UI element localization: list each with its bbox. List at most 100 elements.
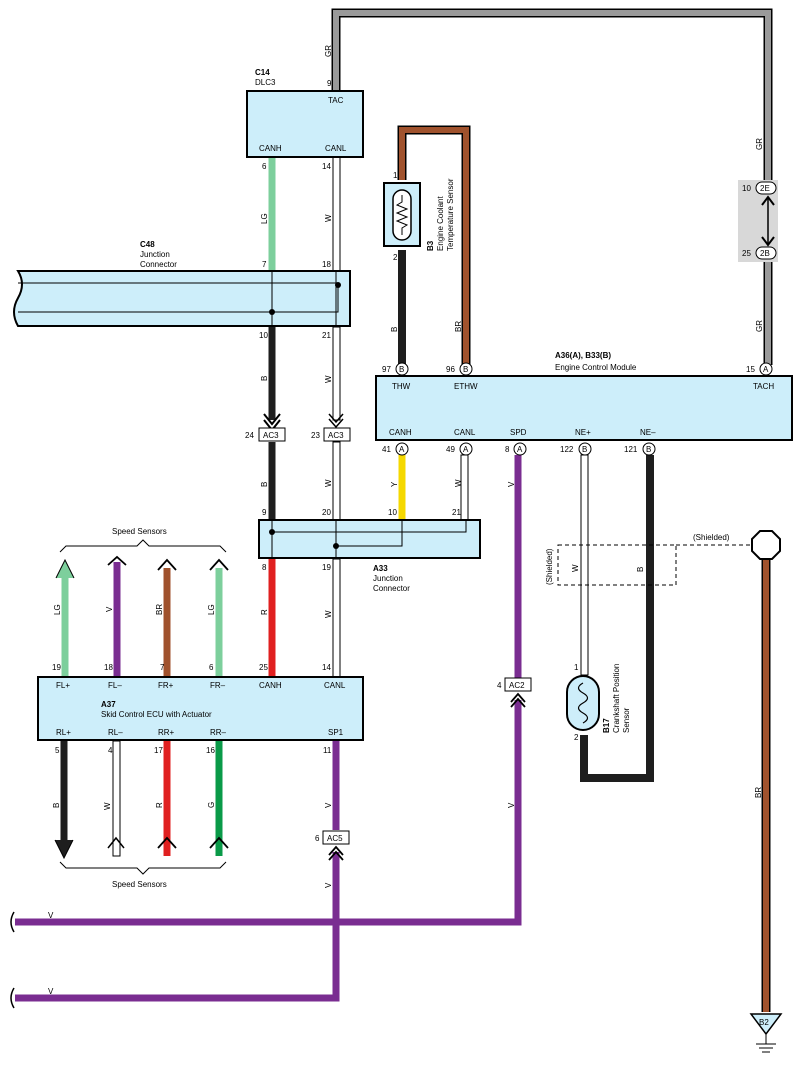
ac3-left-label: AC3 <box>263 431 279 440</box>
label-v-bottom2: V <box>48 987 54 996</box>
a33-pin-21: 21 <box>452 508 461 517</box>
wire-lg-frm <box>209 558 229 676</box>
dlc3-id: C14 <box>255 68 270 77</box>
c48-pin-18: 18 <box>322 260 331 269</box>
label-lg-flp: LG <box>53 604 62 615</box>
ground-label: B2 <box>759 1018 769 1027</box>
ecm-ethw: ETHW <box>454 382 478 391</box>
ecm-spd: SPD <box>510 428 527 437</box>
ecm-canl-num: 49 <box>446 445 455 454</box>
ecm-tach-num: 15 <box>746 365 755 374</box>
abs-bot-pin-2: RR+ <box>158 728 175 737</box>
wire-w-rlm <box>107 740 125 857</box>
wire-b-rlp <box>54 741 74 860</box>
dlc3-pin-canh: CANH <box>259 144 282 153</box>
crank-pin2: 2 <box>574 733 579 742</box>
ecm-tach: TACH <box>753 382 774 391</box>
c48-name2: Connector <box>140 260 177 269</box>
label-w-rlm: W <box>103 802 112 810</box>
dlc3-pin-tac: TAC <box>328 96 344 105</box>
speed-sensors-label-bottom: Speed Sensors <box>112 880 167 889</box>
wire-b-nem <box>580 455 654 782</box>
a33-pin-10: 10 <box>388 508 397 517</box>
gray-conn-top-num: 10 <box>742 184 751 193</box>
ecm-id: A36(A), B33(B) <box>555 351 611 360</box>
abs-top-pin-4: CANH <box>259 681 282 690</box>
abs-top-pin-3: FR– <box>210 681 226 690</box>
speed-sensors-brace-top <box>59 539 227 553</box>
ecm-spd-conn: A <box>517 445 523 454</box>
ecm-ethw-conn: B <box>463 365 468 374</box>
ecm-nem-conn: B <box>646 445 651 454</box>
gray-conn-top-label: 2E <box>760 184 770 193</box>
ecm-canh-conn: A <box>399 445 405 454</box>
abs-top-num-2: 7 <box>160 663 165 672</box>
wire-break-icon <box>10 987 15 1009</box>
abs-bot-num-2: 17 <box>154 746 163 755</box>
abs-bot-num-1: 4 <box>108 746 113 755</box>
c48-pin-21: 21 <box>322 331 331 340</box>
label-b-c48: B <box>260 376 269 381</box>
ecm-canh-num: 41 <box>382 445 391 454</box>
abs-top-pin-1: FL– <box>108 681 122 690</box>
abs-bot-pin-3: RR– <box>210 728 227 737</box>
ecm-box <box>375 375 793 441</box>
label-r-a33: R <box>260 609 269 615</box>
abs-top-pin-5: CANL <box>324 681 346 690</box>
dlc3-box <box>246 90 364 158</box>
crank-sensor <box>566 675 600 731</box>
sensor-coil-icon <box>577 682 589 724</box>
label-v-sp1: V <box>324 802 333 808</box>
label-br-ground: BR <box>754 787 763 798</box>
a33-id: A33 <box>373 564 388 573</box>
label-gr-right-bot: GR <box>755 320 764 332</box>
abs-top-num-1: 18 <box>104 663 113 672</box>
abs-bot-pin-1: RL– <box>108 728 123 737</box>
wire-v-flm <box>107 555 127 676</box>
crank-name2: Sensor <box>622 707 631 733</box>
c48-junction-connector <box>13 270 351 327</box>
ac5-connector <box>322 830 350 845</box>
label-v-flm: V <box>105 606 114 612</box>
ecm-nem: NE– <box>640 428 656 437</box>
label-r-rrp: R <box>155 802 164 808</box>
dlc3-name: DLC3 <box>255 78 276 87</box>
label-br-frp: BR <box>155 604 164 615</box>
ac2-connector <box>504 677 532 692</box>
label-w-dlc: W <box>324 214 333 222</box>
ac5-label: AC5 <box>327 834 343 843</box>
ecm-name: Engine Control Module <box>555 363 637 372</box>
abs-id: A37 <box>101 700 116 709</box>
coolant-name1: Engine Coolant <box>436 196 445 251</box>
coolant-sensor <box>383 182 421 247</box>
abs-bot-num-4: 11 <box>323 746 332 755</box>
shield-box <box>557 544 677 586</box>
gray-conn-bot-num: 25 <box>742 249 751 258</box>
shielded-ground-octagon-icon <box>751 530 781 560</box>
abs-top-pin-2: FR+ <box>158 681 174 690</box>
label-y: Y <box>390 481 399 487</box>
wire-lg-flp <box>55 558 75 676</box>
wire-r-rrp <box>157 741 177 856</box>
abs-bot-num-3: 16 <box>206 746 215 755</box>
conn-2e-oval <box>755 181 777 195</box>
thermistor-icon <box>395 195 409 235</box>
ecm-nep-num: 122 <box>560 445 574 454</box>
label-lg-frm: LG <box>207 604 216 615</box>
label-lg-dlc: LG <box>260 213 269 224</box>
dlc3-pin-canl-num: 14 <box>322 162 331 171</box>
wire-gr-tac-tach <box>331 8 773 365</box>
abs-top-num-3: 6 <box>209 663 214 672</box>
a33-junction-connector <box>258 519 481 559</box>
label-w-ac3: W <box>324 479 333 487</box>
speed-sensors-brace-bottom <box>59 861 227 875</box>
crank-pin1: 1 <box>574 663 579 672</box>
label-w-c48: W <box>324 375 333 383</box>
ecm-nem-num: 121 <box>624 445 638 454</box>
label-v-sp1-low: V <box>324 882 333 888</box>
crank-id: B17 <box>602 718 611 733</box>
label-b-thw: B <box>390 327 399 332</box>
coolant-pin2: 2 <box>393 253 398 262</box>
a33-name2: Connector <box>373 584 410 593</box>
